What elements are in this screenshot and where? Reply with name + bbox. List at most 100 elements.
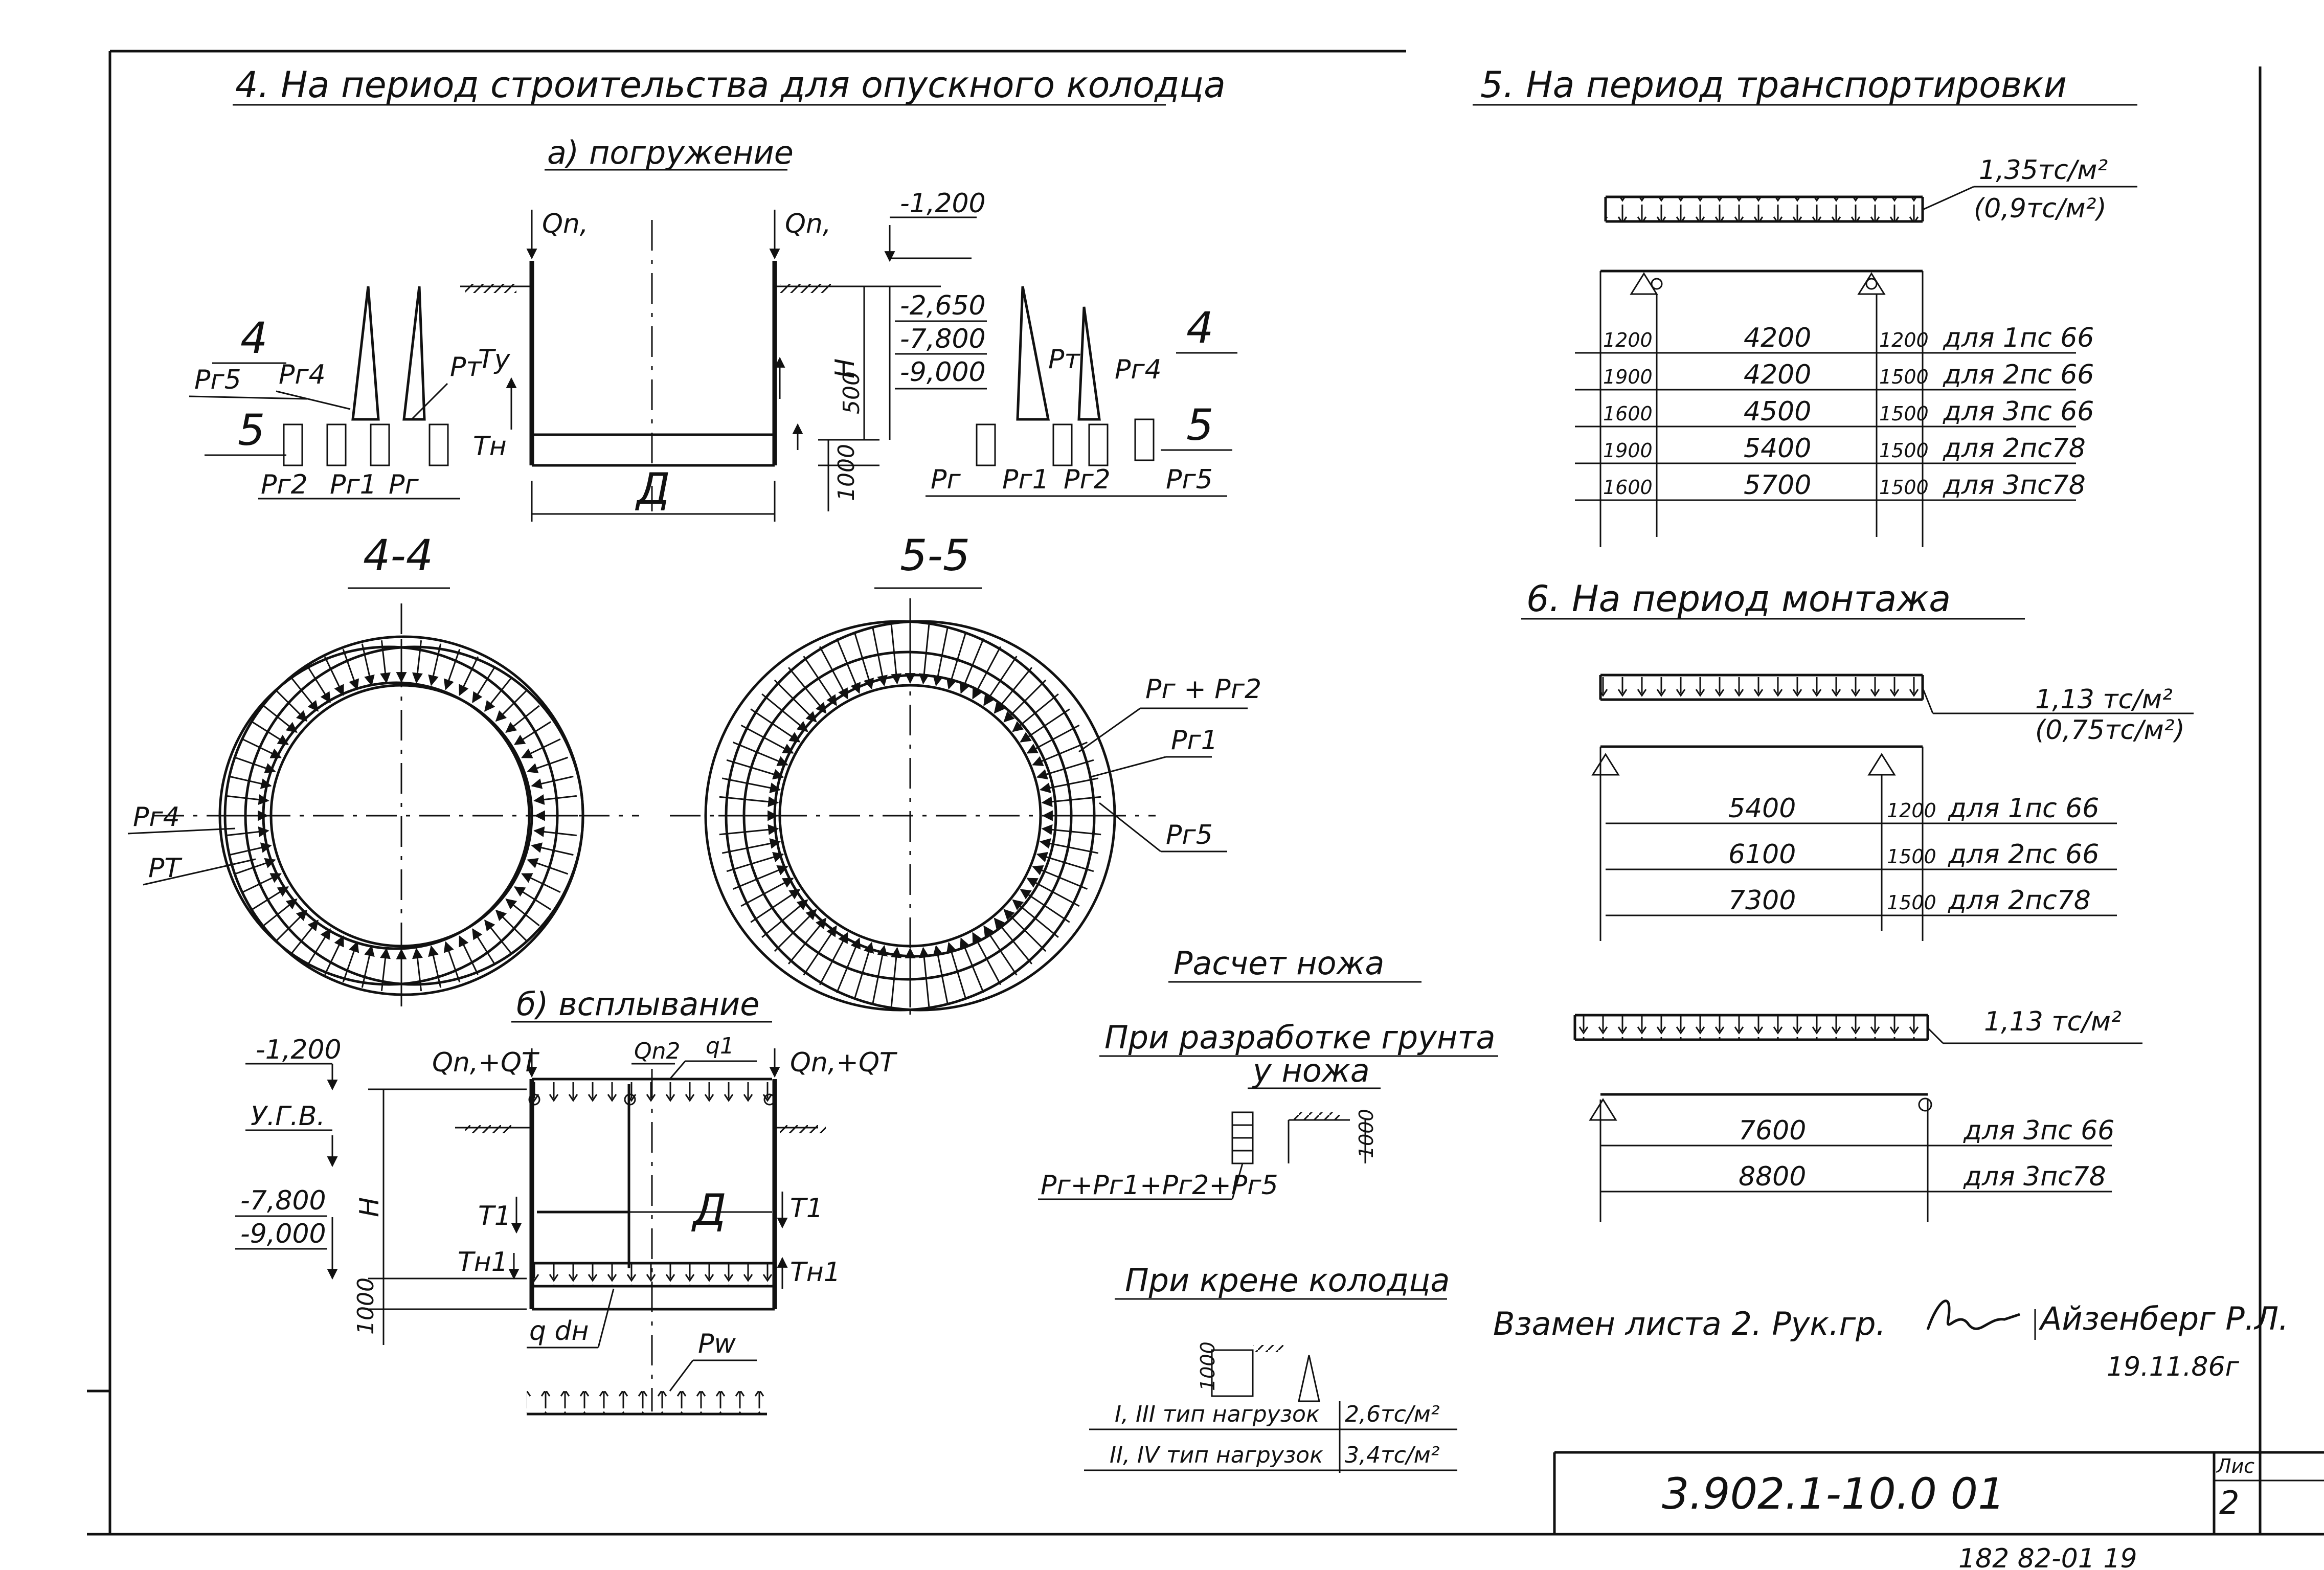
pressure-tick — [1003, 679, 1047, 723]
stamp-sheet-label: Лис — [2216, 1455, 2254, 1477]
b-ugv: У.Г.В. — [251, 1101, 325, 1132]
left-load-diagrams: Рг4 Рг5 Рт 4 5 Рг2 Рг1 Рг — [189, 286, 482, 500]
ring-prn-label: Рг4 — [133, 802, 180, 833]
pressure-tick — [960, 638, 984, 694]
pressure-tick — [918, 947, 930, 1007]
pr5-left: Рг5 — [194, 365, 241, 395]
pressure-tick — [721, 777, 781, 793]
pressure-tick — [229, 775, 272, 789]
b-dim-d: Д — [691, 1185, 727, 1235]
sec6-row2-cell: для 3пс 66 — [1963, 1115, 2114, 1146]
sec5-cell: для 1пс 66 — [1943, 323, 2094, 353]
pressure-tick — [750, 708, 801, 743]
pressure-tick — [531, 775, 574, 789]
knife-sub1-line2: у ножа — [1252, 1052, 1370, 1089]
pressure-tick — [521, 738, 561, 758]
pressure-tick — [276, 690, 308, 722]
pressure-tick — [521, 873, 561, 893]
pressure-tick — [774, 909, 817, 952]
knife-row1-type: I, III тип нагрузок — [1115, 1401, 1320, 1427]
b-elev-9000: -9,000 — [240, 1219, 326, 1249]
pressure-tick — [726, 851, 784, 872]
pressure-tick — [484, 919, 512, 954]
pressure-tick — [276, 909, 308, 941]
pressure-tick — [933, 627, 949, 687]
b-dim-1000: 1000 — [353, 1277, 379, 1335]
pressure-tick — [252, 721, 289, 745]
pressure-tick — [505, 899, 540, 927]
qn1-right: Qn, — [785, 209, 831, 239]
pressure-tick — [740, 878, 794, 907]
sec6-cell: 1500 — [1887, 891, 1936, 914]
pt-right: Рт — [1048, 344, 1080, 375]
qn1-left: Qn, — [542, 209, 588, 239]
pressure-tick — [719, 796, 779, 808]
pressure-tick — [1020, 889, 1070, 923]
knife-calculation: Расчет ножа При разработке грунта у ножа… — [1038, 945, 1498, 1473]
pressure-tick — [443, 648, 461, 690]
sec6-cell: для 1пс 66 — [1948, 793, 2099, 824]
pressure-tick — [1012, 899, 1059, 938]
sec5-cell: для 3пс 66 — [1943, 396, 2094, 427]
section-5-transport: 5. На период транспортировки 1,35тс/м² (… — [1473, 64, 2137, 547]
sec5-cell: 4500 — [1744, 396, 1811, 427]
note-name: Айзенберг Р.Л. — [2038, 1300, 2289, 1337]
pressure-tick — [428, 643, 442, 686]
pressure-tick — [946, 941, 967, 1000]
mark-5-right: 5 — [1186, 400, 1213, 450]
sinking-subtitle: а) погружение — [547, 134, 794, 171]
pressure-tick — [361, 945, 375, 988]
sec5-load2: (0,9тс/м²) — [1974, 193, 2107, 224]
b-q1: q1 — [706, 1033, 734, 1059]
pressure-tick — [761, 693, 808, 732]
ring-pr-sum-label: Рг + Рг2 — [1145, 674, 1261, 705]
pressure-tick — [531, 842, 574, 856]
pressure-tick — [495, 909, 527, 941]
section-6-title: 6. На период монтажа — [1526, 578, 1951, 620]
note-text: Взамен листа 2. Рук.гр. — [1493, 1305, 1886, 1342]
dim-500: 500 — [839, 371, 865, 414]
pressure-tick — [472, 928, 496, 966]
sec6-row2-cell: 8800 — [1739, 1161, 1806, 1192]
sec5-cell: 1600 — [1603, 476, 1653, 499]
knife-row2-val: 3,4тс/м² — [1345, 1442, 1439, 1468]
pressure-tick — [740, 724, 794, 754]
elev-1200: -1,200 — [900, 188, 986, 219]
elev-7800: -7,800 — [900, 324, 986, 354]
ring-pr5-label: Рг5 — [1166, 820, 1213, 850]
pressure-tick — [732, 742, 788, 766]
pressure-tick — [505, 705, 540, 733]
pressure-tick — [1003, 909, 1047, 952]
pressure-tick — [252, 886, 289, 910]
pressure-tick — [1041, 796, 1101, 808]
sec5-cell: для 3пс78 — [1943, 470, 2086, 501]
pressure-tick — [234, 756, 276, 774]
pressure-tick — [872, 945, 888, 1004]
knife-dim-1000: 1000 — [1355, 1109, 1378, 1158]
pressure-tick — [380, 640, 391, 684]
pressure-tick — [412, 948, 423, 991]
pressure-tick — [960, 937, 984, 994]
pressure-tick — [1026, 878, 1080, 907]
b-qdn: q dн — [529, 1316, 589, 1347]
pressure-tick — [972, 646, 1002, 700]
revision-note: Взамен листа 2. Рук.гр. Айзенберг Р.Л. 1… — [1493, 1299, 2289, 1382]
section-4-construction: 4. На период строительства для опускного… — [127, 64, 1261, 1416]
sec6-row2-cell: для 3пс78 — [1963, 1161, 2106, 1192]
pressure-tick — [1041, 824, 1101, 836]
pressure-tick — [459, 935, 479, 975]
ring-5-5: Рг + Рг2 Рг1 Рг5 — [670, 598, 1261, 1018]
pressure-tick — [324, 656, 344, 696]
pr4-left: Рг4 — [279, 360, 326, 390]
elev-9000: -9,000 — [900, 357, 986, 388]
stamp-code: 3.902.1-10.0 01 — [1662, 1469, 2005, 1519]
sec5-cell: 1200 — [1879, 329, 1929, 351]
floating-subtitle: б) всплывание — [516, 985, 759, 1023]
sec5-cell: 5400 — [1744, 433, 1811, 464]
pressure-tick — [836, 638, 861, 694]
pr1-left: Рг1 — [330, 469, 377, 500]
pressure-tick — [1039, 777, 1099, 793]
pressure-tick — [459, 656, 479, 696]
pressure-tick — [853, 632, 874, 690]
sec6-cell: 7300 — [1728, 885, 1796, 916]
